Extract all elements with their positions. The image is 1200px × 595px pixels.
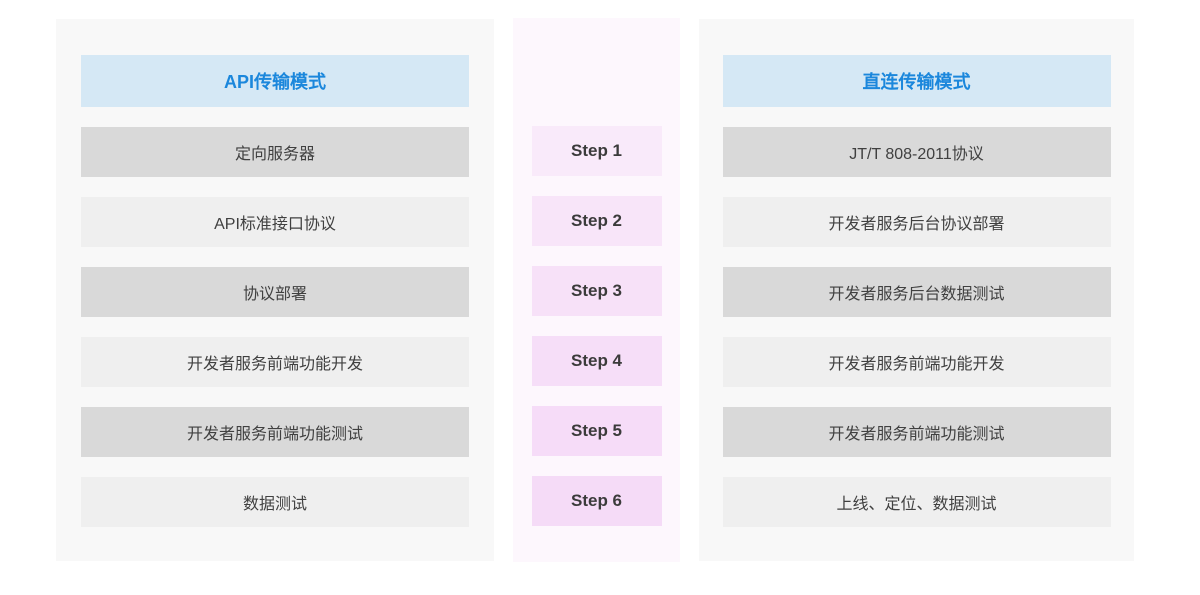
step-label-6: Step 6 (531, 476, 662, 526)
steps-panel: Step 1 Step 2 Step 3 Step 4 Step 5 Step … (513, 18, 680, 562)
direct-mode-step-5: 开发者服务前端功能测试 (722, 407, 1111, 457)
api-mode-title: API传输模式 (81, 55, 469, 107)
direct-mode-title: 直连传输模式 (722, 55, 1111, 107)
direct-mode-step-2: 开发者服务后台协议部署 (722, 197, 1111, 247)
step-label-3: Step 3 (531, 266, 662, 316)
direct-mode-step-4: 开发者服务前端功能开发 (722, 337, 1111, 387)
api-mode-step-6: 数据测试 (81, 477, 469, 527)
api-mode-step-2: API标准接口协议 (81, 197, 469, 247)
step-label-2: Step 2 (531, 196, 662, 246)
direct-mode-step-6: 上线、定位、数据测试 (722, 477, 1111, 527)
api-mode-step-4: 开发者服务前端功能开发 (81, 337, 469, 387)
step-label-4: Step 4 (531, 336, 662, 386)
direct-mode-step-3: 开发者服务后台数据测试 (722, 267, 1111, 317)
api-mode-panel: API传输模式 定向服务器 API标准接口协议 协议部署 开发者服务前端功能开发… (56, 19, 494, 561)
step-label-5: Step 5 (531, 406, 662, 456)
direct-mode-step-1: JT/T 808-2011协议 (722, 127, 1111, 177)
direct-mode-panel: 直连传输模式 JT/T 808-2011协议 开发者服务后台协议部署 开发者服务… (699, 19, 1134, 561)
api-mode-step-1: 定向服务器 (81, 127, 469, 177)
api-mode-step-5: 开发者服务前端功能测试 (81, 407, 469, 457)
api-mode-step-3: 协议部署 (81, 267, 469, 317)
step-label-1: Step 1 (531, 126, 662, 176)
